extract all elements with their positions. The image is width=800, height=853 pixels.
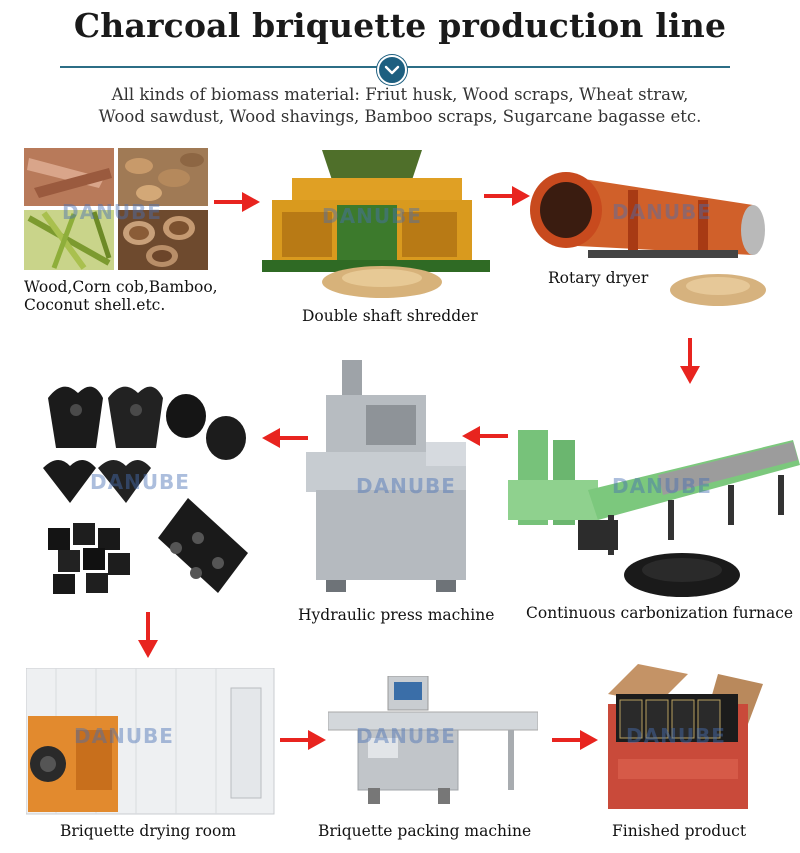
watermark: DANUBE	[62, 200, 162, 224]
finished-product-image	[598, 664, 766, 814]
raw-material-image	[24, 148, 208, 270]
rotary-dryer-label: Rotary dryer	[548, 269, 649, 287]
chevron-down-icon	[377, 55, 407, 85]
charcoal-briquettes-image	[38, 378, 258, 598]
flow-arrow-right-icon	[280, 728, 326, 756]
hydraulic-press-image	[306, 360, 480, 595]
drying-room-image	[25, 667, 276, 816]
watermark: DANUBE	[356, 724, 456, 748]
packing-machine-label: Briquette packing machine	[318, 822, 532, 840]
material-description: All kinds of biomass material: Friut hus…	[0, 84, 800, 128]
raw-material-label: Wood,Corn cob,Bamboo, Coconut shell.etc.	[24, 278, 218, 314]
material-description-line1: All kinds of biomass material: Friut hus…	[111, 85, 689, 104]
flow-arrow-left-icon	[462, 424, 508, 452]
watermark: DANUBE	[90, 470, 190, 494]
watermark: DANUBE	[612, 200, 712, 224]
finished-product-label: Finished product	[612, 822, 747, 840]
flow-arrow-right-icon	[214, 190, 260, 218]
watermark: DANUBE	[612, 474, 712, 498]
watermark: DANUBE	[356, 474, 456, 498]
raw-material-label-line1: Wood,Corn cob,Bamboo,	[24, 278, 218, 296]
carbonization-furnace-label: Continuous carbonization furnace	[526, 604, 794, 622]
watermark: DANUBE	[74, 724, 174, 748]
rotary-dryer-image	[528, 160, 768, 310]
watermark: DANUBE	[626, 724, 726, 748]
carbonization-furnace-image	[508, 420, 800, 600]
flow-arrow-left-icon	[262, 426, 308, 454]
material-description-line2: Wood sawdust, Wood shavings, Bamboo scra…	[98, 107, 702, 126]
flow-arrow-right-icon	[552, 728, 598, 756]
raw-material-label-line2: Coconut shell.etc.	[24, 296, 166, 314]
flow-arrow-down-icon	[136, 612, 160, 662]
drying-room-label: Briquette drying room	[60, 822, 237, 840]
diagram-title: Charcoal briquette production line	[73, 6, 727, 45]
shredder-label: Double shaft shredder	[302, 307, 478, 325]
flow-arrow-down-icon	[678, 338, 702, 388]
flow-arrow-right-icon	[484, 184, 530, 212]
packing-machine-image	[327, 675, 539, 806]
hydraulic-press-label: Hydraulic press machine	[298, 606, 495, 624]
watermark: DANUBE	[322, 204, 422, 228]
shredder-image	[262, 150, 490, 300]
